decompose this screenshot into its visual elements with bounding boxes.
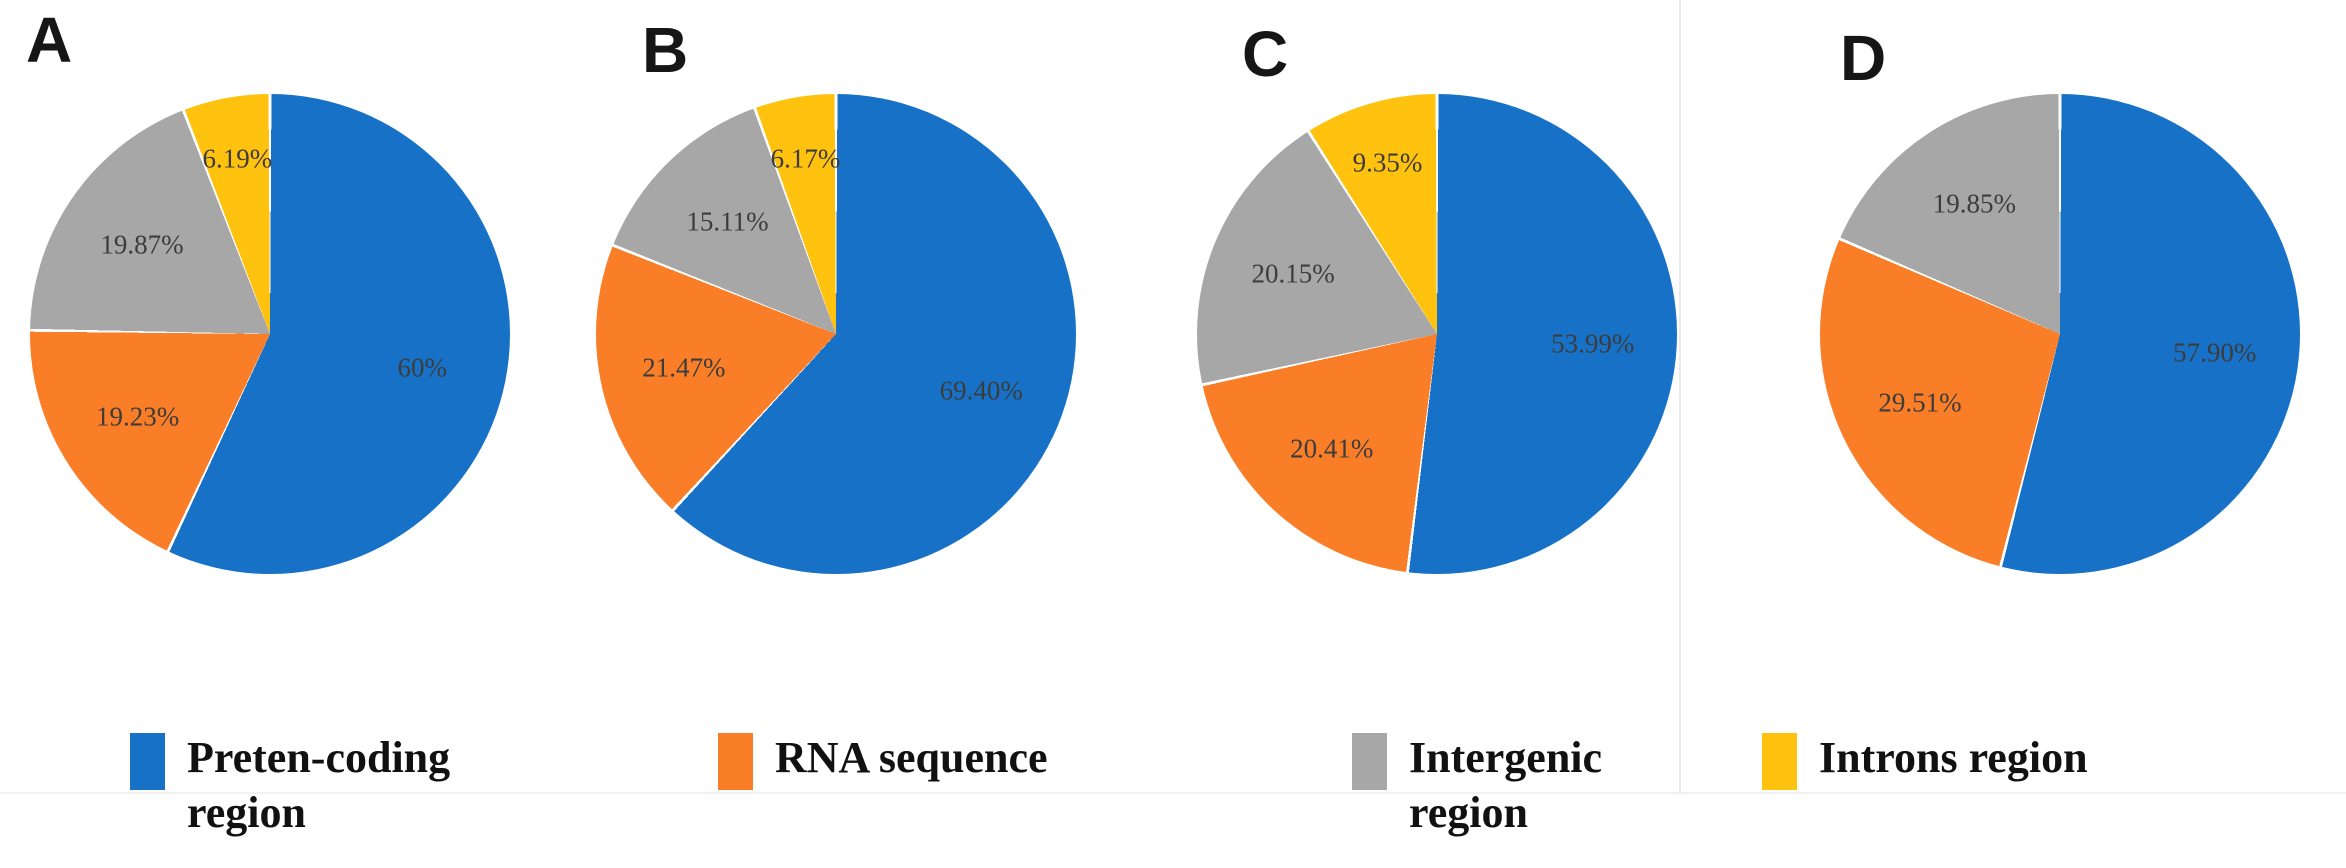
pie-chart-d: 57.90% 29.51% 19.85% xyxy=(1820,94,2300,574)
panel-a: A 60% 19.23% 19.87% 6.19% xyxy=(0,0,586,660)
legend-label-line: region xyxy=(1409,788,1528,837)
panel-d: D 57.90% 29.51% 19.85% xyxy=(1758,0,2346,660)
legend-label-line: Introns region xyxy=(1819,733,2088,782)
legend-label: RNA sequence xyxy=(775,730,1048,785)
legend-label-line: region xyxy=(187,788,306,837)
legend-label: Introns region xyxy=(1819,730,2088,785)
slice-label: 53.99% xyxy=(1551,328,1635,359)
panel-a-letter: A xyxy=(26,4,73,76)
legend-item-introns-region: Introns region xyxy=(1762,730,2088,790)
legend-swatch-blue xyxy=(130,733,165,790)
legend-label-line: Intergenic xyxy=(1409,733,1603,782)
pie-chart-a: 60% 19.23% 19.87% 6.19% xyxy=(30,94,510,574)
legend-label: Preten-coding region xyxy=(187,730,450,840)
slice-label: 19.87% xyxy=(100,229,184,260)
legend-swatch-yellow xyxy=(1762,733,1797,790)
slice-label: 20.41% xyxy=(1290,433,1374,464)
panel-c: C 53.99% 20.41% 20.15% 9.35% xyxy=(1172,0,1758,660)
slice-label: 15.11% xyxy=(686,206,769,237)
slice-label: 20.15% xyxy=(1251,258,1335,289)
legend-item-rna-sequence: RNA sequence xyxy=(718,730,1048,790)
slice-label: 6.19% xyxy=(202,143,273,174)
panel-b-letter: B xyxy=(642,14,689,86)
pie-chart-c: 53.99% 20.41% 20.15% 9.35% xyxy=(1197,94,1677,574)
panel-c-letter: C xyxy=(1242,18,1289,90)
slice-label: 29.51% xyxy=(1878,387,1962,418)
legend-label: Intergenic region xyxy=(1409,730,1602,840)
pie-chart-b: 69.40% 21.47% 15.11% 6.17% xyxy=(596,94,1076,574)
legend-item-preten-coding-region: Preten-coding region xyxy=(130,730,450,840)
slice-label: 19.85% xyxy=(1932,188,2016,219)
legend-swatch-gray xyxy=(1352,733,1387,790)
legend-item-intergenic-region: Intergenic region xyxy=(1352,730,1602,840)
slice-label: 21.47% xyxy=(642,352,726,383)
chart-panels: A 60% 19.23% 19.87% 6.19% B 69.40% 21.47% 15.… xyxy=(0,0,2346,660)
panel-divider-line xyxy=(1679,0,1681,795)
legend-swatch-orange xyxy=(718,733,753,790)
legend-divider-line xyxy=(0,792,2346,794)
slice-label: 57.90% xyxy=(2173,337,2257,368)
panel-d-letter: D xyxy=(1840,22,1887,94)
slice-label: 6.17% xyxy=(770,143,841,174)
slice-label: 60% xyxy=(397,352,448,383)
slice-label: 9.35% xyxy=(1352,147,1423,178)
legend-label-line: RNA sequence xyxy=(775,733,1048,782)
legend-label-line: Preten-coding xyxy=(187,733,451,782)
slice-label: 69.40% xyxy=(939,375,1023,406)
slice-label: 19.23% xyxy=(96,401,180,432)
panel-b: B 69.40% 21.47% 15.11% 6.17% xyxy=(586,0,1172,660)
